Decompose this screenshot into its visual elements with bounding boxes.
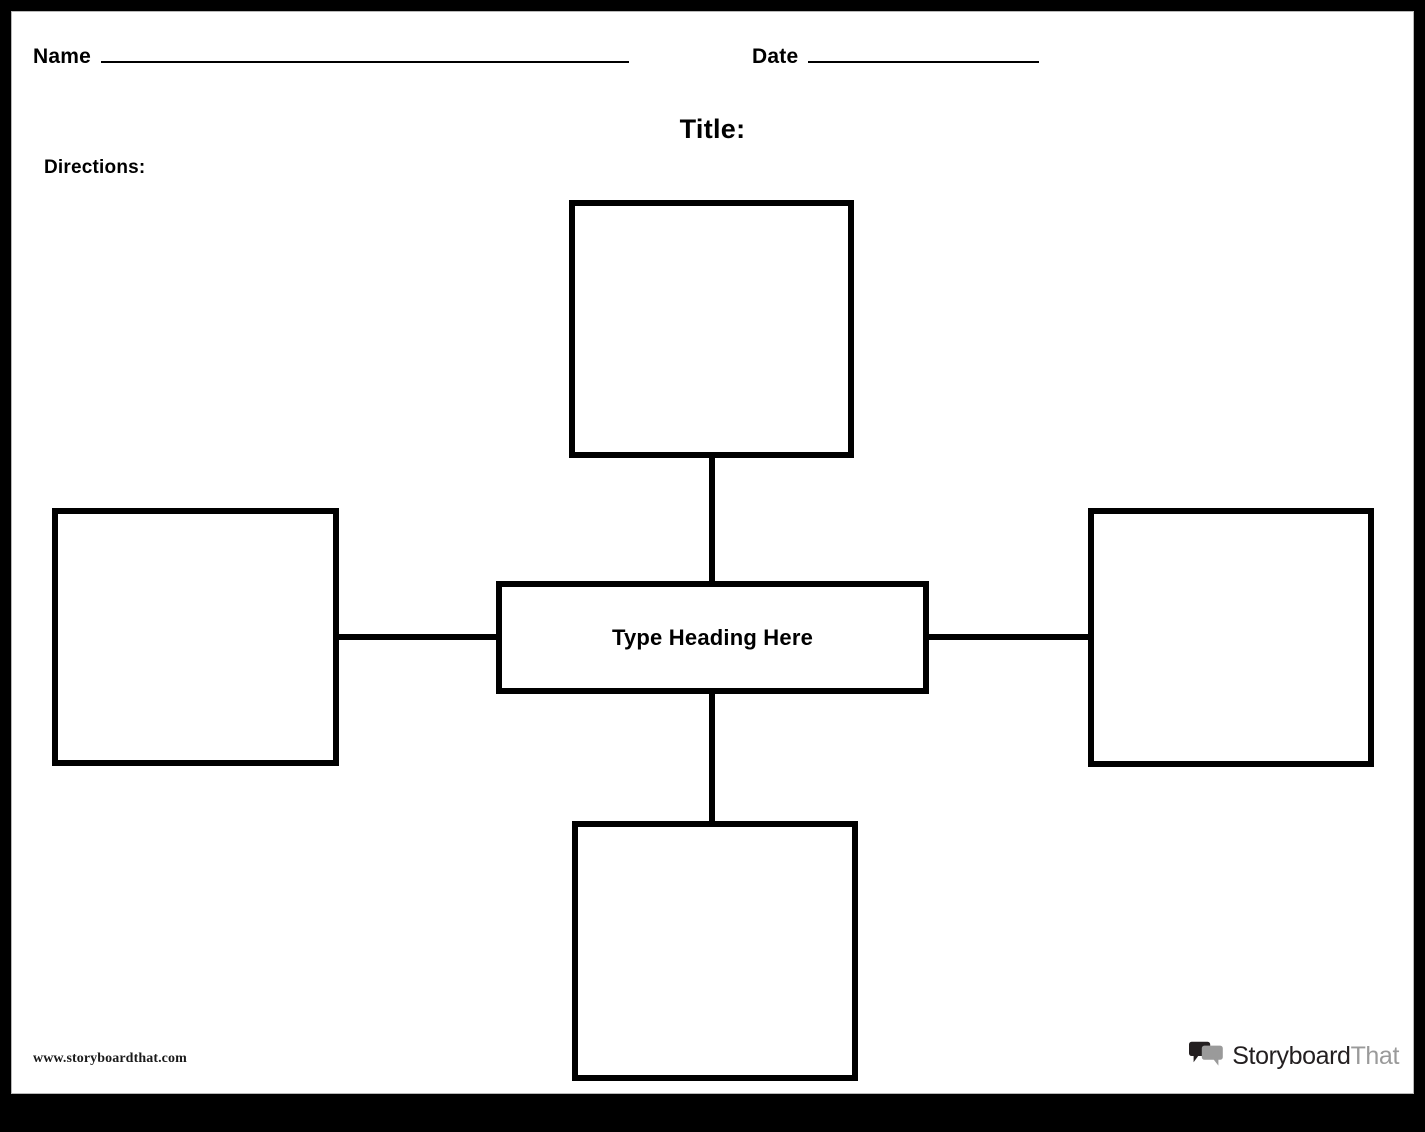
storyboardthat-logo[interactable]: StoryboardThat bbox=[1189, 1041, 1399, 1071]
branch-box-top[interactable] bbox=[569, 200, 854, 458]
connector-center-to-right bbox=[923, 634, 1094, 640]
date-label: Date bbox=[752, 45, 799, 68]
connector-center-to-top bbox=[709, 452, 715, 587]
name-input-line[interactable] bbox=[101, 61, 629, 63]
date-input-line[interactable] bbox=[808, 61, 1040, 63]
branch-box-left[interactable] bbox=[52, 508, 339, 766]
concept-map-diagram: Type Heading Here bbox=[12, 12, 1413, 1093]
logo-word-storyboard: Storyboard bbox=[1232, 1041, 1351, 1070]
center-heading-label: Type Heading Here bbox=[611, 624, 814, 650]
branch-box-right[interactable] bbox=[1088, 508, 1374, 767]
footer-website-url: www.storyboardthat.com bbox=[33, 1051, 187, 1066]
name-label: Name bbox=[33, 45, 91, 68]
center-heading-box[interactable]: Type Heading Here bbox=[496, 581, 929, 694]
page-sheet: Name Date Title: Directions: Type Headin… bbox=[11, 11, 1414, 1094]
directions-label: Directions: bbox=[44, 157, 146, 178]
branch-box-bottom[interactable] bbox=[572, 821, 858, 1081]
speech-bubbles-icon bbox=[1189, 1041, 1224, 1071]
logo-wordmark: StoryboardThat bbox=[1232, 1041, 1400, 1070]
header-row: Name Date bbox=[12, 12, 1413, 92]
date-field-group: Date bbox=[752, 45, 1040, 69]
logo-word-that: That bbox=[1350, 1041, 1400, 1070]
connector-center-to-bottom bbox=[709, 688, 715, 827]
connector-center-to-left bbox=[333, 634, 502, 640]
page-title: Title: bbox=[679, 114, 746, 144]
name-field-group: Name bbox=[33, 45, 629, 69]
